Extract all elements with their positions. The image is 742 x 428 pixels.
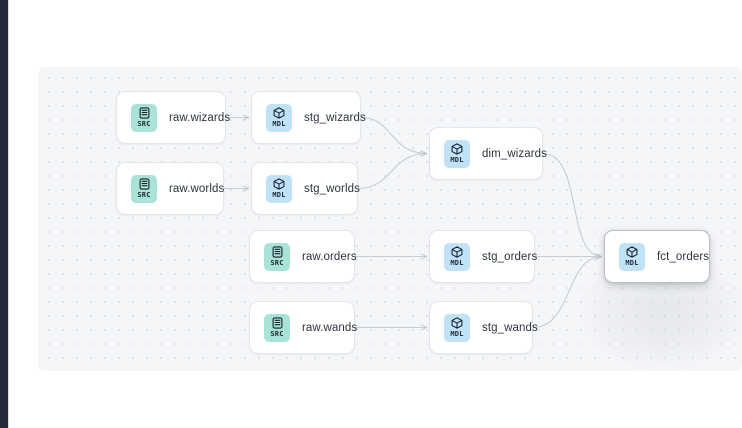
database-icon — [139, 178, 150, 190]
model-badge: MDL — [619, 242, 645, 271]
badge-type-label: MDL — [272, 119, 286, 128]
node-label: raw.orders — [302, 250, 357, 263]
lineage-node-stg-wands[interactable]: MDL stg_wands — [429, 301, 538, 354]
model-badge: MDL — [444, 139, 470, 168]
cube-icon — [451, 246, 463, 258]
node-label: stg_wizards — [304, 111, 366, 124]
lineage-node-raw-wands[interactable]: SRC raw.wands — [249, 301, 358, 354]
node-label: stg_worlds — [304, 182, 360, 195]
badge-type-label: MDL — [450, 329, 464, 338]
cube-icon — [273, 178, 285, 190]
lineage-node-raw-worlds[interactable]: SRC raw.worlds — [116, 162, 224, 215]
app-rail-divider — [8, 0, 9, 428]
badge-type-label: MDL — [450, 155, 464, 164]
source-badge: SRC — [131, 103, 157, 132]
node-label: raw.wizards — [169, 111, 231, 124]
source-badge: SRC — [131, 174, 157, 203]
app-navigation-rail — [0, 0, 8, 428]
source-badge: SRC — [264, 242, 290, 271]
badge-type-label: MDL — [450, 258, 464, 267]
cube-icon — [626, 246, 638, 258]
cube-icon — [451, 317, 463, 329]
badge-type-label: MDL — [272, 190, 286, 199]
node-label: raw.worlds — [169, 182, 225, 195]
lineage-node-raw-wizards[interactable]: SRC raw.wizards — [116, 91, 230, 144]
node-label: fct_orders — [657, 250, 710, 263]
model-badge: MDL — [266, 174, 292, 203]
model-badge: MDL — [444, 313, 470, 342]
edge-dim-wizards-to-fct-orders — [542, 152, 603, 260]
node-label: dim_wizards — [482, 147, 548, 160]
badge-type-label: MDL — [625, 258, 639, 267]
model-badge: MDL — [444, 242, 470, 271]
node-label: raw.wands — [302, 321, 358, 334]
node-label: stg_orders — [482, 250, 538, 263]
database-icon — [139, 107, 150, 119]
cube-icon — [451, 143, 463, 155]
badge-type-label: SRC — [137, 119, 151, 128]
badge-type-label: SRC — [270, 258, 284, 267]
lineage-node-stg-orders[interactable]: MDL stg_orders — [429, 230, 538, 283]
edge-stg-wizards-to-dim-wizards — [360, 116, 428, 157]
lineage-edge-layer — [224, 114, 603, 331]
node-label: stg_wands — [482, 321, 538, 334]
database-icon — [272, 246, 283, 258]
edge-stg-wands-to-fct-orders — [532, 253, 603, 329]
lineage-node-stg-wizards[interactable]: MDL stg_wizards — [251, 91, 366, 144]
model-badge: MDL — [266, 103, 292, 132]
cube-icon — [273, 107, 285, 119]
lineage-node-dim-wizards[interactable]: MDL dim_wizards — [429, 127, 547, 180]
lineage-node-stg-worlds[interactable]: MDL stg_worlds — [251, 162, 360, 215]
lineage-node-raw-orders[interactable]: SRC raw.orders — [249, 230, 357, 283]
lineage-node-fct-orders[interactable]: MDL fct_orders — [604, 230, 710, 283]
badge-type-label: SRC — [137, 190, 151, 199]
source-badge: SRC — [264, 313, 290, 342]
database-icon — [272, 317, 283, 329]
edge-stg-worlds-to-dim-wizards — [357, 150, 428, 190]
badge-type-label: SRC — [270, 329, 284, 338]
